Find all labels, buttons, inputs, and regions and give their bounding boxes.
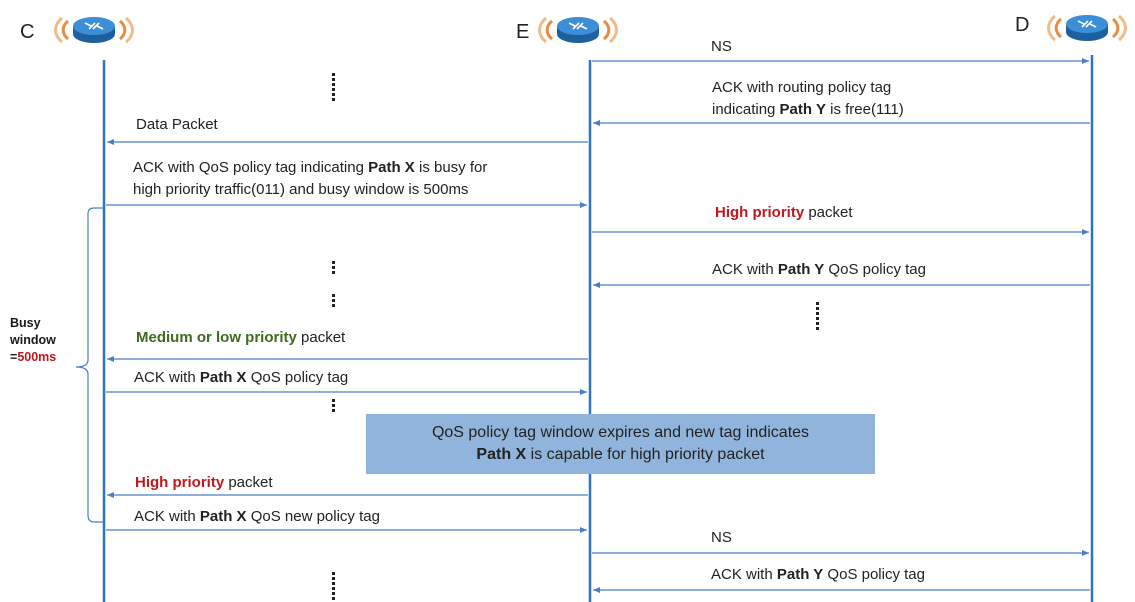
- msg-ack-routing-line1: ACK with routing policy tag: [712, 79, 892, 96]
- router-icon-d: [1047, 14, 1127, 42]
- router-icon-c: [54, 16, 134, 44]
- msg-ack-qos-line1: ACK with QoS policy tag indicating Path …: [133, 159, 488, 176]
- msg-ack-path-y-1: ACK with Path Y QoS policy tag: [712, 261, 926, 278]
- busy-window-label: Busy window =500ms: [10, 316, 57, 364]
- msg-ns-bottom: NS: [711, 529, 732, 546]
- msg-ack-path-x-1: ACK with Path X QoS policy tag: [134, 369, 349, 386]
- node-label-e: E: [516, 21, 530, 43]
- ellipsis-dots: [332, 73, 819, 600]
- note-line2: Path X is capable for high priority pack…: [476, 446, 765, 463]
- msg-ack-path-y-2: ACK with Path Y QoS policy tag: [711, 566, 925, 583]
- router-icon-e: [538, 16, 618, 44]
- node-label-c: C: [20, 21, 35, 43]
- busy-window-bracket: [75, 207, 104, 523]
- msg-high-priority-packet-2: High priority packet: [135, 474, 273, 491]
- msg-high-priority-packet-1: High priority packet: [715, 204, 853, 221]
- node-label-d: D: [1015, 14, 1030, 36]
- msg-data-packet: Data Packet: [136, 116, 218, 133]
- msg-ack-routing-line2: indicating Path Y is free(111): [712, 101, 904, 118]
- note-line1: QoS policy tag window expires and new ta…: [431, 424, 810, 441]
- msg-ack-qos-line2: high priority traffic(011) and busy wind…: [133, 181, 469, 198]
- msg-ack-path-x-new: ACK with Path X QoS new policy tag: [134, 508, 380, 525]
- policy-window-note: QoS policy tag window expires and new ta…: [366, 414, 875, 474]
- msg-ns-top: NS: [711, 38, 732, 55]
- msg-medium-low-packet: Medium or low priority packet: [136, 329, 346, 346]
